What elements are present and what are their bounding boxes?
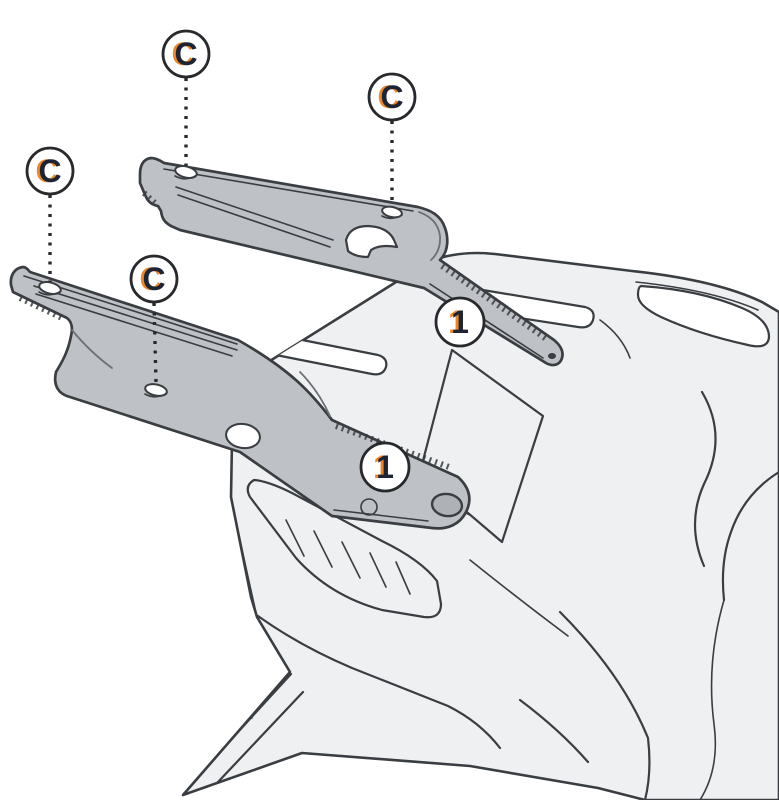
right-panel-curve [693, 390, 717, 568]
callout-label: 1 [451, 304, 469, 340]
callout-circle [434, 296, 486, 348]
lower-bracket-hole-lip-left [38, 290, 62, 296]
callout-label-shadow: C [377, 79, 400, 115]
vent-slat-4 [369, 552, 387, 588]
left-band-edge-2 [199, 690, 305, 800]
lower-bracket-tip-hatch [18, 295, 64, 321]
callout-label-shadow: C [35, 153, 58, 189]
callout-C-4: CC [129, 254, 179, 384]
lower-panel-line-4 [469, 559, 569, 637]
left-edge-crease [230, 496, 258, 618]
lower-bracket-arm-hatch [334, 423, 454, 471]
callout-label: C [38, 153, 61, 189]
lower-bracket-round-hole [225, 422, 261, 450]
grab-rail-inner-edge [635, 281, 759, 311]
lower-panel-line-2 [518, 698, 590, 764]
upper-bracket-tip-rivet [548, 353, 556, 359]
lower-bracket-ridge-2 [35, 293, 233, 357]
callout-label-shadow: 1 [373, 449, 391, 485]
callout-circle [161, 29, 211, 79]
vent-slat-1 [285, 519, 305, 557]
part-badge-1-2: 11 [359, 441, 411, 493]
motorcycle-body [181, 251, 779, 800]
lower-bracket-oval-hole [430, 492, 464, 518]
vent-slat-2 [313, 530, 333, 568]
callout-label: C [380, 79, 403, 115]
callout-label: C [174, 36, 197, 72]
lower-bracket-ridge-1 [33, 285, 238, 351]
upper-bracket-screw-hole-right [381, 205, 403, 219]
vent-slat-5 [395, 561, 411, 595]
upper-bracket-tip-hatch [141, 190, 159, 207]
lower-panel-line-3 [558, 610, 651, 800]
callout-C-2: CC [367, 72, 417, 206]
lower-bracket-plate [9, 265, 471, 530]
callout-circle [359, 441, 411, 493]
lower-bracket-flange-crease [71, 329, 113, 369]
vent-panel-outline [246, 478, 443, 619]
callout-label-shadow: C [139, 261, 162, 297]
callout-circle [129, 254, 179, 304]
callout-C-3: CC [25, 146, 75, 282]
upper-bracket-bend-crease [418, 211, 441, 261]
upper-bracket-hole-lip-right [381, 214, 403, 220]
lower-bracket-hole-lip-right [144, 392, 168, 398]
right-lower-curve [721, 470, 779, 602]
upper-bracket-ridge-1 [175, 186, 334, 241]
callout-C-1: CC [161, 29, 211, 166]
lower-bracket [9, 265, 471, 530]
rack-support-crease [599, 319, 631, 359]
upper-bracket-top-edge-line [163, 168, 414, 212]
lower-bracket-bump-detail [360, 498, 378, 516]
callout-label-shadow: 1 [448, 304, 466, 340]
upper-bracket-center-cutout [344, 224, 399, 259]
tail-silhouette [181, 251, 779, 800]
right-tail-line [699, 599, 725, 800]
upper-bracket-arm-edge-line [429, 283, 544, 359]
leader-line [152, 302, 158, 384]
lower-panel-line-1 [256, 614, 502, 750]
lower-bracket-arm-edge-line [333, 509, 429, 522]
grab-rail-opening [636, 284, 771, 348]
callout-circle [25, 146, 75, 196]
upper-bracket-hole-lip-left [174, 174, 198, 180]
callout-circle [367, 72, 417, 122]
vent-slat-3 [341, 541, 361, 579]
upper-bracket-ridge-2 [177, 194, 331, 248]
rack-support-strut [418, 348, 545, 544]
lower-bracket-bend-crease [299, 371, 331, 417]
part-badge-1-1: 11 [434, 296, 486, 348]
upper-bracket [138, 156, 564, 367]
callout-label-shadow: C [171, 36, 194, 72]
callout-label: 1 [376, 449, 394, 485]
callout-label: C [142, 261, 165, 297]
